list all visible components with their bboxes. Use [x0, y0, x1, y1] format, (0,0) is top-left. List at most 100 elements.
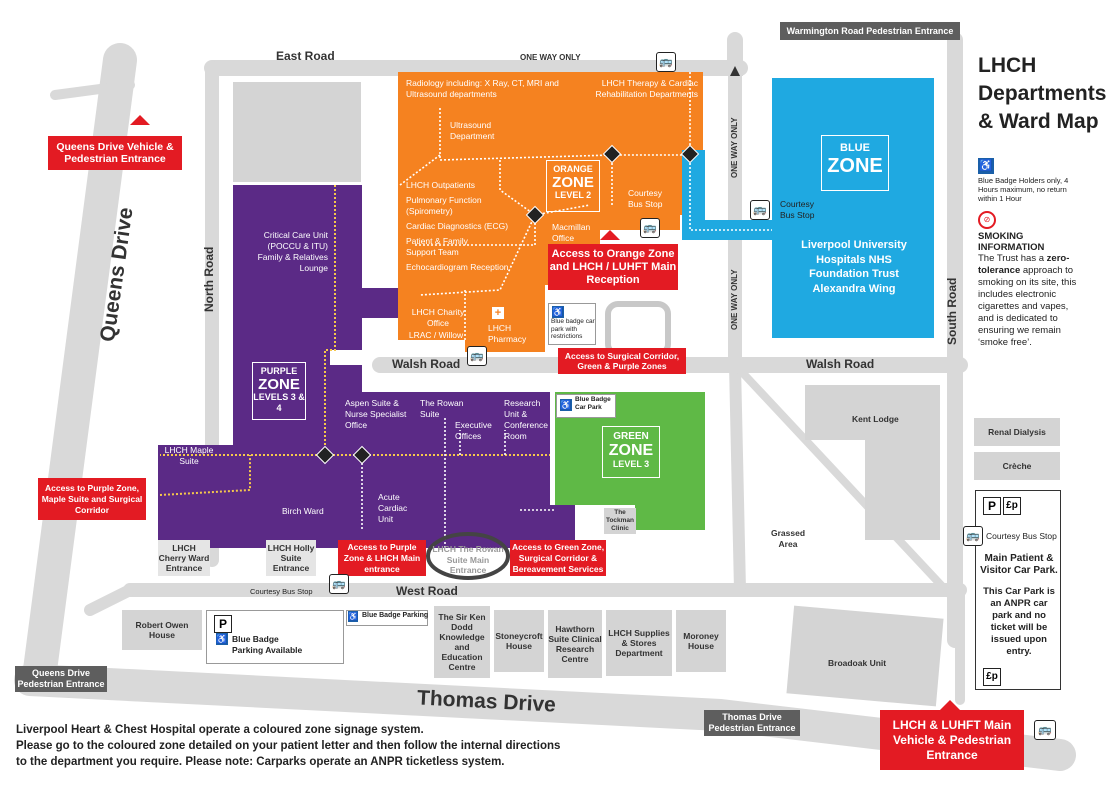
bus-icon-west: 🚌	[329, 574, 349, 594]
blue-zone-desc: Liverpool University Hospitals NHS Found…	[801, 239, 907, 295]
bb-parking-icon: ♿	[216, 633, 228, 645]
south-road-label: South Road	[945, 277, 959, 345]
access-surgical[interactable]: Access to Surgical Corridor, Green & Pur…	[558, 348, 686, 374]
stoneycroft-house: Stoneycroft House	[494, 610, 544, 672]
lrac-label: LRAC / Willow Suite	[408, 330, 464, 351]
bus-icon-right: 🚌	[963, 526, 983, 546]
walsh-road-right-label: Walsh Road	[806, 357, 875, 371]
footer-text: Liverpool Heart & Chest Hospital operate…	[16, 722, 560, 770]
supplies-stores: LHCH Supplies & Stores Department	[606, 610, 672, 676]
ken-dodd-centre: The Sir Ken Dodd Knowledge and Education…	[434, 606, 490, 678]
green-zone-badge: GREEN ZONE LEVEL 3	[602, 426, 660, 478]
legend: ♿ Blue Badge Holders only, 4 Hours maxim…	[978, 158, 1108, 349]
green-zone-shape	[555, 392, 705, 530]
grey-block	[233, 82, 361, 182]
echo-label: Echocardiogram Reception	[406, 262, 509, 272]
orange-zone-sub: ORANGE	[553, 164, 593, 174]
creche: Crèche	[974, 452, 1060, 480]
carpark-loop	[605, 301, 671, 357]
rowan-label: The Rowan Suite	[420, 398, 464, 419]
critical-care-label: Critical Care Unit (POCCU & ITU) Family …	[257, 230, 328, 273]
footer-line-2: Please go to the coloured zone detailed …	[16, 740, 561, 752]
fp-icon-bottom: £p	[983, 668, 1001, 686]
one-way-low-label: ONE WAY ONLY	[730, 269, 739, 330]
bb-carpark-box	[556, 394, 616, 418]
thomas-pedestrian-entrance[interactable]: Thomas Drive Pedestrian Entrance	[704, 710, 800, 736]
tockman-clinic: The Tockman Clinic	[604, 508, 636, 534]
diagonal-path	[736, 366, 959, 604]
bus-icon-orange: 🚌	[640, 218, 660, 238]
bb-parking-label: Blue Badge Parking	[362, 612, 429, 619]
blue-corridor	[682, 150, 772, 240]
cherry-ward-entrance[interactable]: LHCH Cherry Ward Entrance	[158, 540, 210, 576]
radiology-label: Radiology including: X Ray, CT, MRI and …	[406, 78, 559, 99]
broadoak-shape	[786, 605, 944, 707]
blue-zone-name: BLUE	[840, 142, 870, 154]
green-zone-big: ZONE	[608, 442, 654, 459]
fp-icon: £p	[1003, 497, 1021, 515]
red-pointer-1	[600, 230, 620, 240]
research-label: Research Unit & Conference Room	[504, 398, 548, 441]
east-road-label: East Road	[276, 49, 335, 63]
holly-suite-entrance[interactable]: LHCH Holly Suite Entrance	[266, 540, 316, 576]
blue-corridor-path	[689, 155, 772, 231]
rowan-main-entrance[interactable]: LHCH The Rowan Suite Main Entrance	[432, 544, 504, 575]
orange-zone-big: ZONE	[552, 174, 594, 191]
charity-label: LHCH Charity Office	[411, 307, 465, 328]
exec-label: Executive Offices	[455, 420, 492, 441]
ecg-label: Cardiac Diagnostics (ECG)	[406, 221, 509, 231]
warrington-entrance[interactable]: Warmington Road Pedestrian Entrance	[780, 22, 960, 40]
access-purple-maple[interactable]: Access to Purple Zone, Maple Suite and S…	[38, 478, 146, 520]
purple-zone-name: PURPLE	[260, 366, 298, 376]
birch-label: Birch Ward	[282, 506, 324, 516]
purple-zone-badge: PURPLE ZONE LEVELS 3 & 4	[252, 362, 306, 420]
robert-owen-house: Robert Owen House	[122, 610, 202, 650]
north-road-label: North Road	[202, 246, 216, 312]
courtesy-orange-label: Courtesy Bus Stop	[628, 188, 663, 209]
red-pointer-2	[130, 115, 150, 125]
bb-parking-small-box	[346, 610, 428, 626]
renal-dialysis: Renal Dialysis	[974, 418, 1060, 446]
main-vehicle-entrance[interactable]: LHCH & LUHFT Main Vehicle & Pedestrian E…	[880, 710, 1024, 770]
bb-parking-small-icon: ♿	[348, 611, 358, 622]
bb-parking-available-label: Blue Badge Parking Available	[232, 634, 303, 655]
bb-restricted-icon: ♿	[552, 306, 564, 318]
kent-lodge-label: Kent Lodge	[852, 414, 899, 424]
support-label: Patient & Family Support Team	[406, 236, 468, 257]
orange-zone-shape	[398, 72, 703, 352]
bb-restricted-label: Blue badge car park with restrictions	[551, 318, 595, 340]
blue-badge-icon: ♿	[978, 158, 994, 174]
arrow-one-way	[730, 66, 740, 76]
pulmonary-label: Pulmonary Function (Spirometry)	[406, 195, 482, 216]
orange-zone-level: LEVEL 2	[554, 190, 592, 200]
courtesy-right-label: Courtesy Bus Stop	[986, 531, 1057, 541]
access-green[interactable]: Access to Green Zone, Surgical Corridor …	[510, 540, 606, 576]
queens-pedestrian-entrance[interactable]: Queens Drive Pedestrian Entrance	[15, 666, 107, 692]
purple-zone-big: ZONE	[258, 376, 300, 393]
blue-badge-legend-text: Blue Badge Holders only, 4 Hours maximum…	[978, 176, 1069, 203]
grassed-area-label: Grassed Area	[770, 528, 806, 549]
queens-link	[50, 80, 135, 100]
access-orange-reception[interactable]: Access to Orange Zone and LHCH / LUHFT M…	[548, 244, 678, 290]
junction-diamonds	[315, 144, 700, 465]
hawthorn-suite: Hawthorn Suite Clinical Research Centre	[548, 610, 602, 678]
access-purple-main[interactable]: Access to Purple Zone & LHCH Main entran…	[338, 540, 426, 576]
courtesy-blue-label: Courtesy Bus Stop	[780, 199, 815, 220]
blue-zone-shape	[772, 78, 934, 338]
moroney-house: Moroney House	[676, 610, 726, 672]
footer-line-1: Liverpool Heart & Chest Hospital operate…	[16, 724, 424, 736]
queens-vehicle-entrance[interactable]: Queens Drive Vehicle & Pedestrian Entran…	[48, 136, 182, 170]
therapy-label: LHCH Therapy & Cardiac Rehabilitation De…	[595, 78, 698, 99]
pharmacy-icon: +	[492, 307, 504, 319]
main-car-park-box	[975, 490, 1061, 690]
blue-zone-big: ZONE	[827, 155, 883, 177]
title-line-2: Departments	[978, 82, 1107, 105]
bus-icon-main: 🚌	[1034, 720, 1056, 740]
smoking-text: The Trust has a zero-tolerance approach …	[978, 253, 1078, 349]
bus-icon-top: 🚌	[656, 52, 676, 72]
smoking-bold: zero-tolerance	[978, 253, 1070, 276]
west-road-label: West Road	[396, 584, 458, 598]
outpatients-label: LHCH Outpatients	[406, 180, 475, 190]
ultrasound-label: Ultrasound Department	[450, 120, 495, 141]
title-line-1: LHCH	[978, 54, 1037, 77]
